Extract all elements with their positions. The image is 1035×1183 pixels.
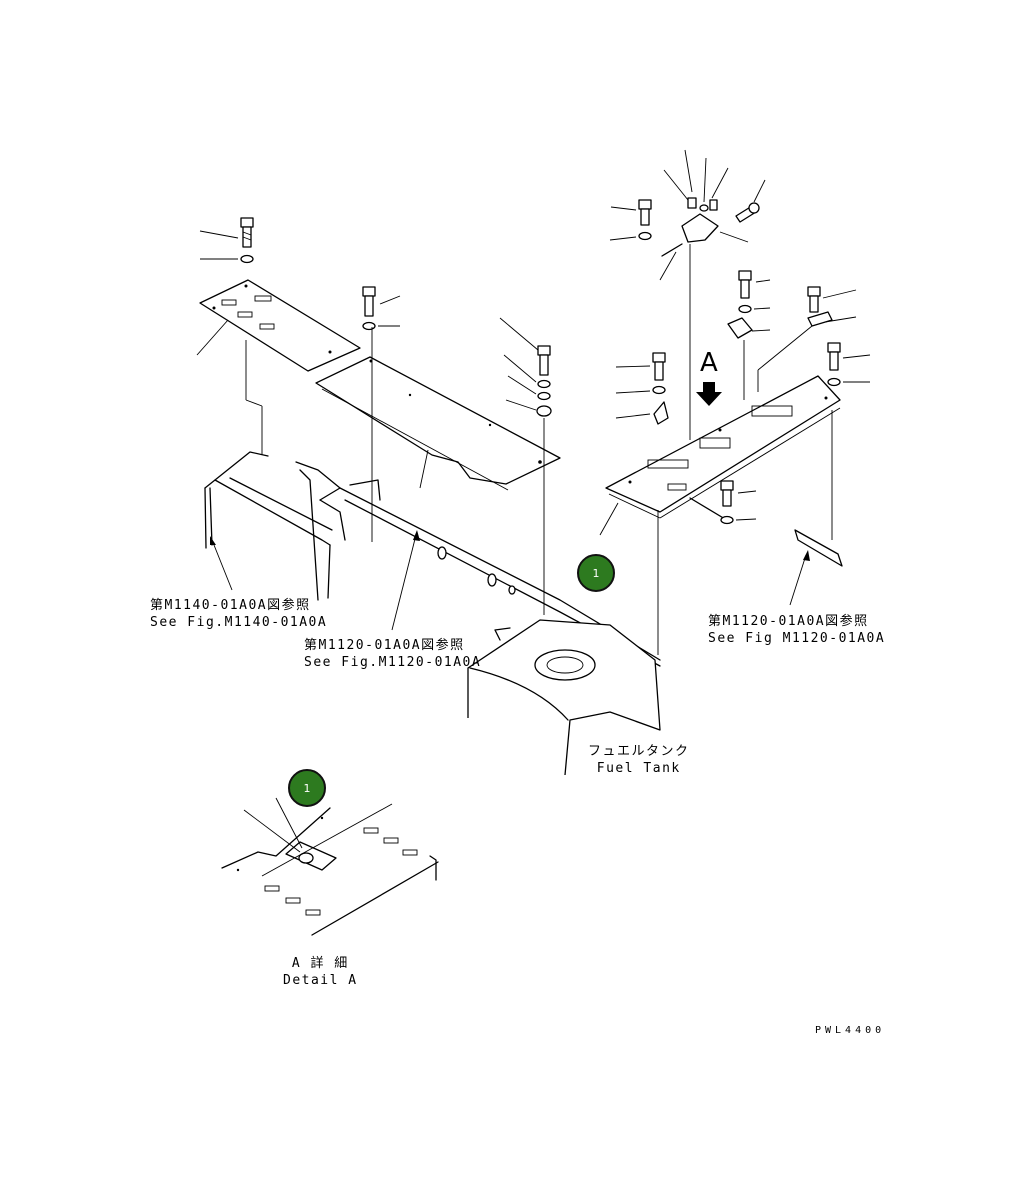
ref-m1120-center-label: 第M1120-01A0A図参照 See Fig.M1120-01A0A bbox=[304, 637, 481, 671]
side-strip[interactable] bbox=[794, 529, 843, 567]
view-arrow bbox=[696, 382, 722, 406]
ref-m1120-right-label: 第M1120-01A0A図参照 See Fig M1120-01A0A bbox=[708, 613, 885, 647]
ref-m1140-label: 第M1140-01A0A図参照 See Fig.M1140-01A0A bbox=[150, 597, 327, 631]
drawing-code: PWL4400 bbox=[815, 1025, 886, 1036]
ref-m1120-center-en: See Fig.M1120-01A0A bbox=[304, 655, 482, 670]
fuel-tank-label: フュエルタンク Fuel Tank bbox=[588, 743, 690, 777]
fuel-tank-jp: フュエルタンク bbox=[588, 744, 690, 759]
bolt-right-group[interactable] bbox=[638, 199, 841, 525]
fuel-tank[interactable] bbox=[467, 619, 661, 776]
bolt-center-plate[interactable] bbox=[362, 286, 376, 331]
detail-a-inset bbox=[221, 797, 439, 936]
small-bracket[interactable] bbox=[653, 401, 669, 425]
ref-m1120-center-jp: 第M1120-01A0A図参照 bbox=[304, 638, 465, 653]
detail-a-label: A 詳 細 Detail A bbox=[283, 955, 358, 989]
bolt-stack-center[interactable] bbox=[536, 345, 552, 417]
ref-m1120-right-en: See Fig M1120-01A0A bbox=[708, 631, 886, 646]
callout-1-main[interactable]: 1 bbox=[577, 554, 615, 592]
fuel-tank-en: Fuel Tank bbox=[596, 761, 681, 776]
bolt-left-plate[interactable] bbox=[240, 217, 254, 264]
ref-m1120-right-jp: 第M1120-01A0A図参照 bbox=[708, 614, 869, 629]
view-marker-label: A bbox=[700, 348, 718, 378]
strip-bracket[interactable] bbox=[807, 311, 833, 327]
right-cover-plate[interactable] bbox=[605, 375, 841, 519]
detail-a-jp: A 詳 細 bbox=[291, 956, 349, 971]
top-hardware[interactable] bbox=[661, 197, 760, 257]
detail-a-en: Detail A bbox=[283, 973, 358, 988]
ref-m1140-jp: 第M1140-01A0A図参照 bbox=[150, 598, 311, 613]
center-cover-plate[interactable] bbox=[315, 356, 561, 491]
clip-bracket[interactable] bbox=[727, 317, 753, 339]
callout-1-detail[interactable]: 1 bbox=[288, 769, 326, 807]
ref-m1140-en: See Fig.M1140-01A0A bbox=[150, 615, 328, 630]
left-cover-plate[interactable] bbox=[199, 279, 361, 372]
